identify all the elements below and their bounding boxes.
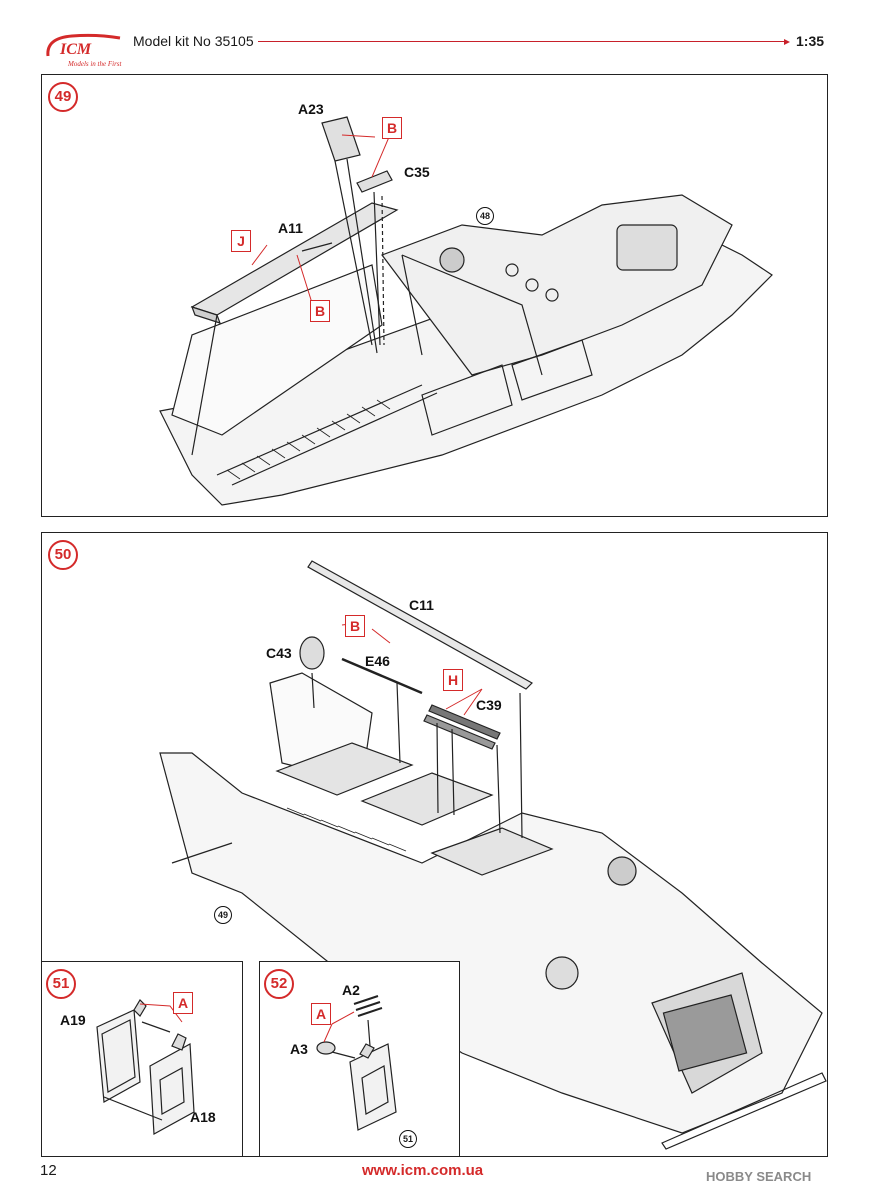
sprue-a-label: A xyxy=(311,1003,331,1025)
header-rule xyxy=(258,41,784,42)
part-label-c39: C39 xyxy=(476,697,502,713)
part-label-a19: A19 xyxy=(60,1012,86,1028)
logo-tagline: Models in the First xyxy=(67,60,123,68)
sprue-b-label: B xyxy=(310,300,330,322)
step-49-drawing xyxy=(159,116,773,506)
part-label-a11: A11 xyxy=(278,220,303,236)
step-number: 51 xyxy=(46,969,76,999)
website-link[interactable]: www.icm.com.ua xyxy=(362,1162,484,1179)
step-51-panel: 51 A A19 A18 xyxy=(41,961,243,1157)
sprue-b-label: B xyxy=(382,117,402,139)
scale-label: 1:35 xyxy=(796,33,825,49)
step-51-drawing xyxy=(96,999,195,1135)
step-50-drawing xyxy=(159,560,827,1150)
step-number: 50 xyxy=(48,540,78,570)
part-label-a2: A2 xyxy=(342,982,360,998)
step-49-panel: 49 A23 B C35 A11 J B 48 xyxy=(41,74,828,517)
step-reference: 48 xyxy=(476,207,494,225)
icm-logo: ICM Models in the First xyxy=(46,33,123,68)
part-label-a3: A3 xyxy=(290,1041,308,1057)
watermark: HOBBY SEARCH xyxy=(706,1169,812,1184)
logo-brand: ICM xyxy=(59,41,92,58)
header-rule-arrow xyxy=(784,39,790,45)
step-number: 49 xyxy=(48,82,78,112)
sprue-b-label: B xyxy=(345,615,365,637)
part-label-c43: C43 xyxy=(266,645,292,661)
step-52-panel: 52 A2 A A3 51 xyxy=(259,961,460,1157)
part-label-c35: C35 xyxy=(404,164,430,180)
step-reference: 49 xyxy=(214,906,232,924)
step-50-panel: 50 C11 B C43 E46 H C39 49 xyxy=(41,532,828,1157)
model-kit-number: Model kit No 35105 xyxy=(133,33,254,49)
page-number: 12 xyxy=(40,1162,57,1179)
part-label-a18: A18 xyxy=(190,1109,216,1125)
sprue-j-label: J xyxy=(231,230,251,252)
sprue-h-label: H xyxy=(443,669,463,691)
part-label-a23: A23 xyxy=(298,101,324,117)
step-52-drawing xyxy=(316,995,397,1131)
page-header: ICM Models in the First Model kit No 351… xyxy=(0,0,869,70)
part-label-c11: C11 xyxy=(409,597,434,613)
part-label-e46: E46 xyxy=(365,653,390,669)
sprue-a-label: A xyxy=(173,992,193,1014)
step-number: 52 xyxy=(264,969,294,999)
step-reference: 51 xyxy=(399,1130,417,1148)
